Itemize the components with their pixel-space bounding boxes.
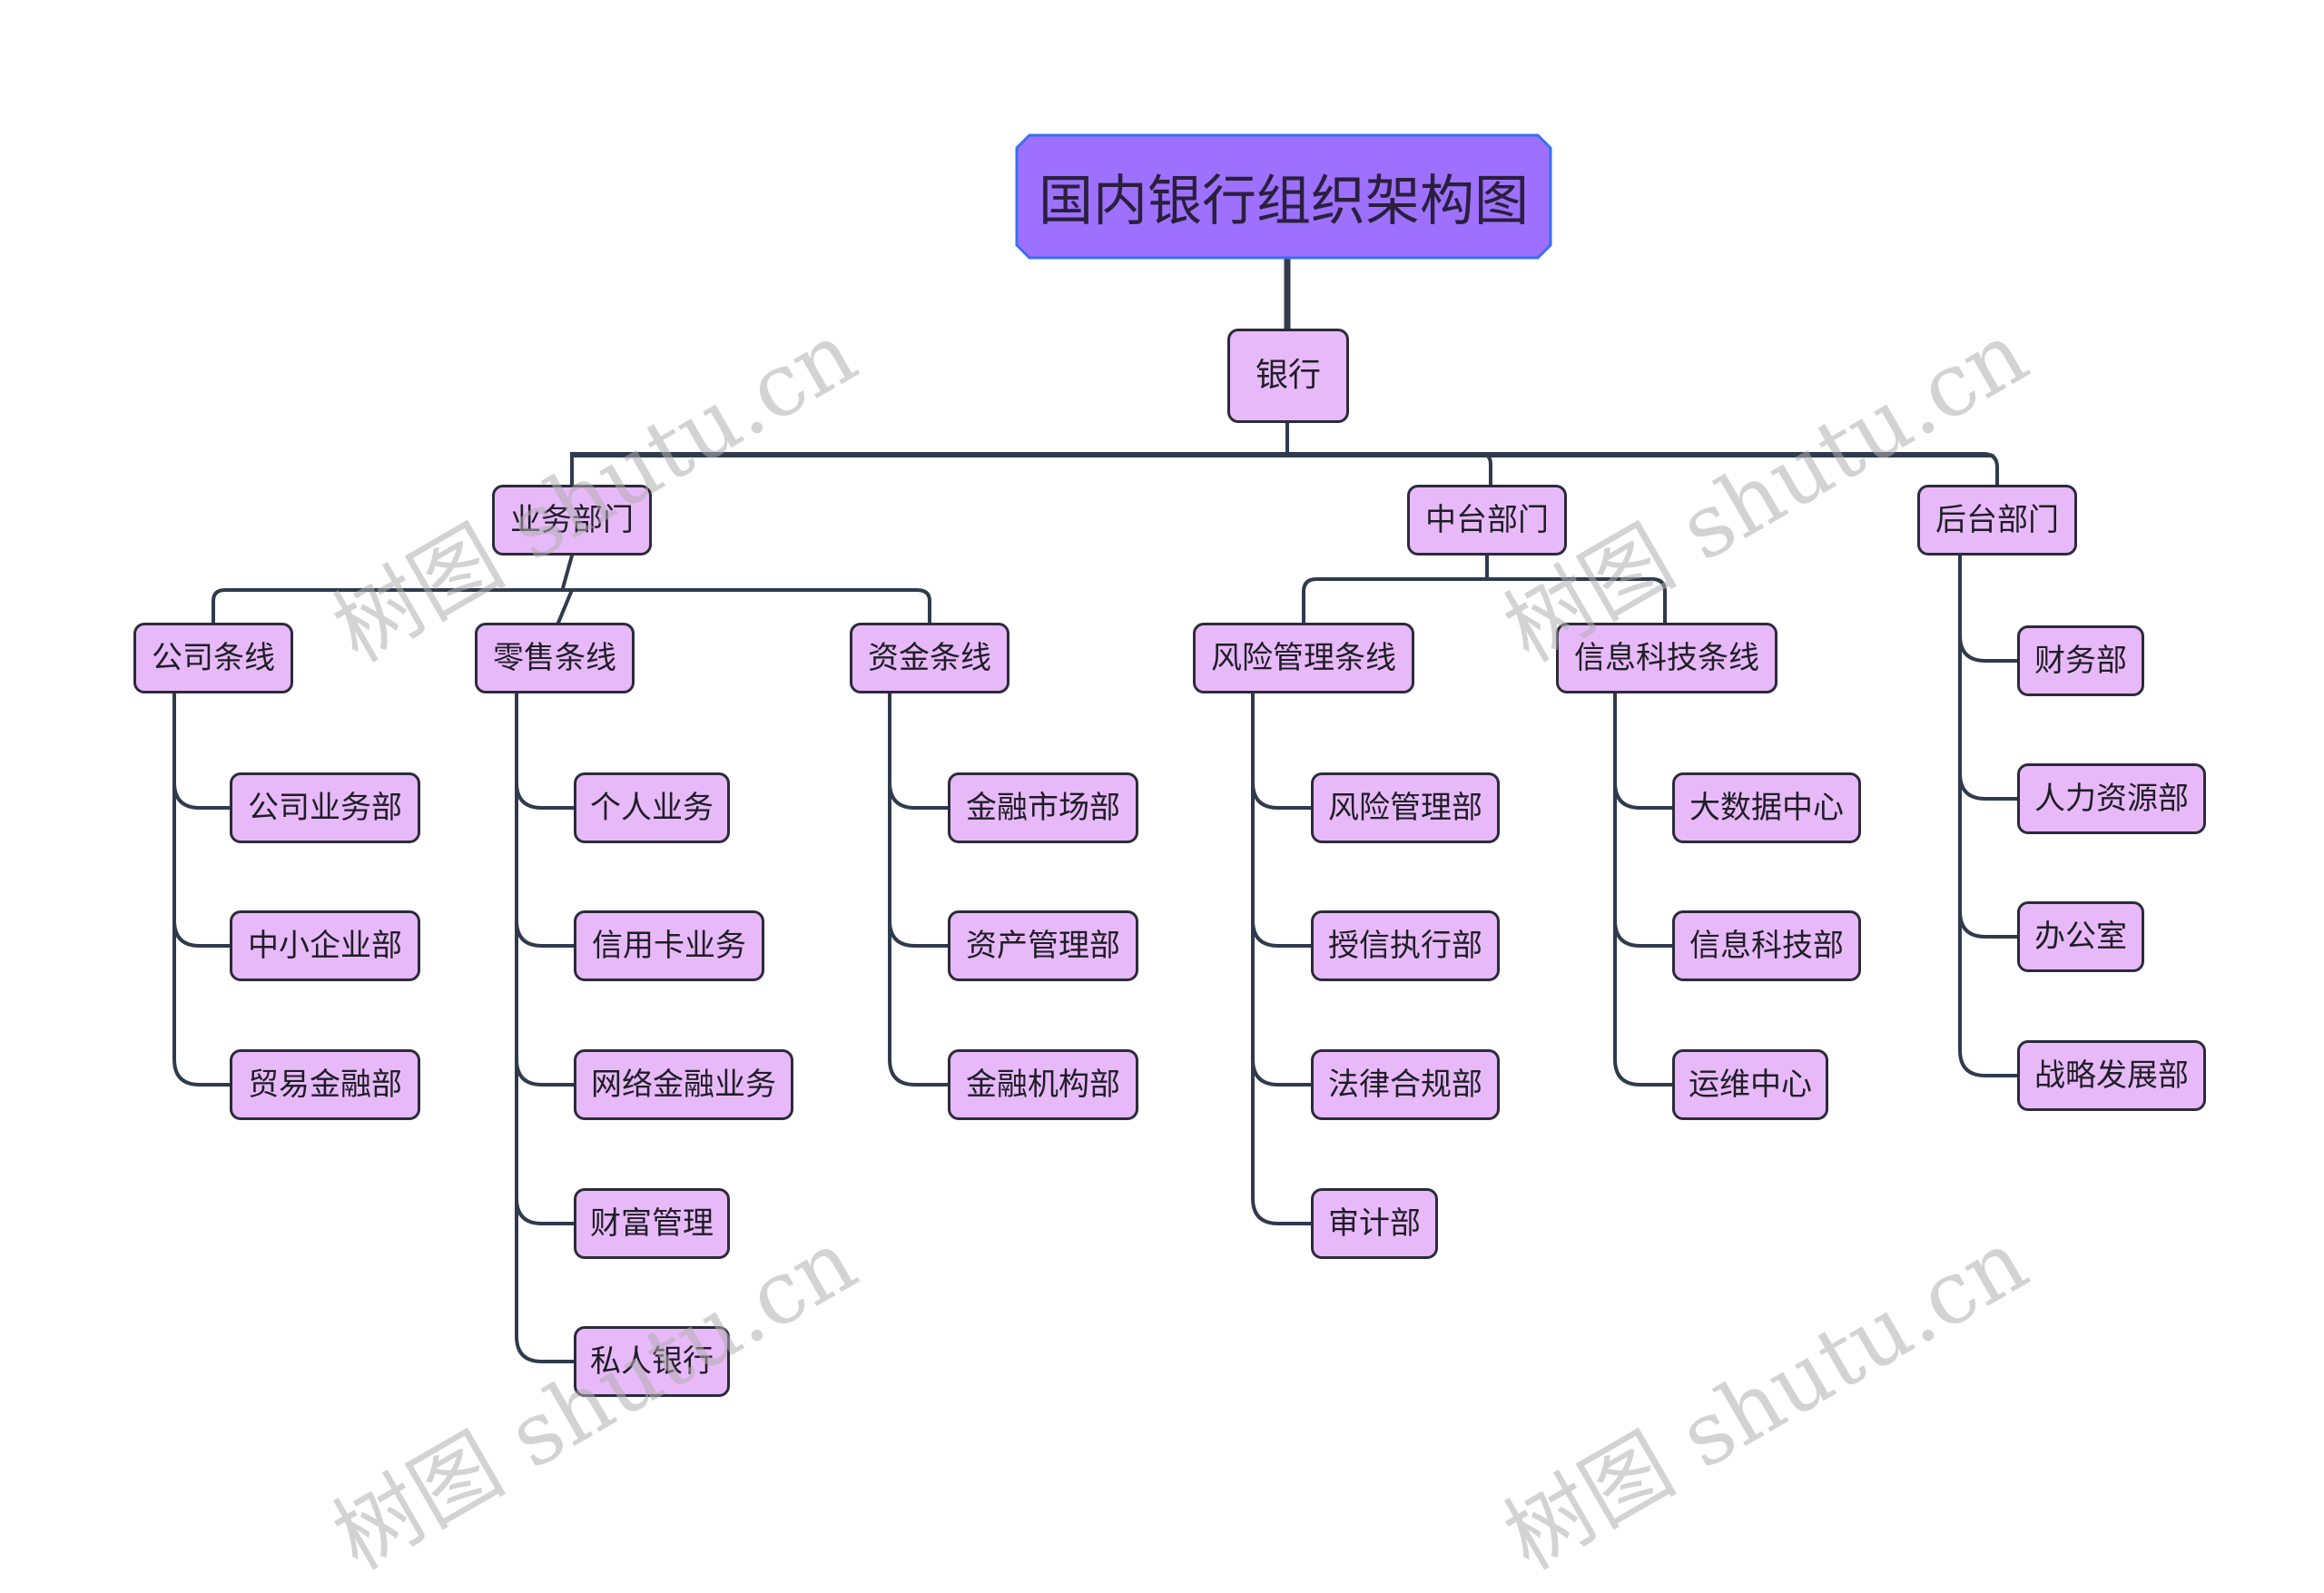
connector [1958,634,2019,663]
unit-node[interactable]: 运维中心 [1672,1049,1828,1120]
unit-node[interactable]: 贸易金融部 [230,1049,420,1120]
root-title: 国内银行组织架构图 [1039,170,1529,233]
unit-node[interactable]: 信息科技部 [1672,910,1861,981]
unit-node[interactable]: 风险管理部 [1311,772,1500,843]
connector [888,781,950,810]
connector [1251,692,1313,1225]
connector [515,919,576,948]
connector [172,692,231,1087]
unit-node[interactable]: 授信执行部 [1311,910,1500,981]
connector [1302,577,1667,624]
unit-node[interactable]: 金融机构部 [948,1049,1138,1120]
business-line-node[interactable]: 资金条线 [850,623,1009,693]
unit-node[interactable]: 法律合规部 [1311,1049,1500,1120]
department-node[interactable]: 业务部门 [492,485,652,556]
connector [1251,781,1313,810]
connector [556,588,574,624]
connector [1613,781,1674,810]
business-line-node[interactable]: 公司条线 [133,623,293,693]
connector [570,452,1289,487]
connector [561,554,574,590]
business-line-node[interactable]: 零售条线 [475,623,635,693]
unit-node[interactable]: 审计部 [1311,1188,1438,1259]
unit-node[interactable]: 财务部 [2017,625,2144,696]
unit-node[interactable]: 人力资源部 [2017,763,2206,834]
connector [1958,554,2019,1077]
unit-node[interactable]: 信用卡业务 [574,910,764,981]
connector [515,1057,576,1087]
connector [1251,919,1313,948]
bank-node[interactable]: 银行 [1227,329,1349,423]
connector [1958,910,2019,939]
unit-node[interactable]: 个人业务 [574,772,730,843]
unit-node[interactable]: 金融市场部 [948,772,1138,843]
unit-node[interactable]: 公司业务部 [230,772,420,843]
connector [172,781,231,810]
connector [515,781,576,810]
middle-line-node[interactable]: 信息科技条线 [1556,623,1777,693]
unit-node[interactable]: 大数据中心 [1672,772,1861,843]
connector [1958,772,2019,801]
connector-lines [172,256,2019,1363]
unit-node[interactable]: 中小企业部 [230,910,420,981]
root-title-node: 国内银行组织架构图 [1015,133,1552,260]
connector [1613,919,1674,948]
unit-node[interactable]: 网络金融业务 [574,1049,793,1120]
connector [1285,452,1492,487]
department-node[interactable]: 后台部门 [1917,485,2077,556]
unit-node[interactable]: 财富管理 [574,1188,730,1259]
connector [888,919,950,948]
root-node-shape [1015,133,1552,260]
unit-node[interactable]: 战略发展部 [2017,1040,2206,1111]
middle-line-node[interactable]: 风险管理条线 [1193,623,1414,693]
department-node[interactable]: 中台部门 [1407,485,1567,556]
connector [888,692,950,1087]
connector [1285,452,1999,487]
connector [172,919,231,948]
unit-node[interactable]: 资产管理部 [948,910,1138,981]
connector [515,692,576,1363]
connector [1613,692,1674,1087]
org-chart: 国内银行组织架构图 银行业务部门 中台部门 后台部门公司条线 零售条线 资金条线公司业务… [133,133,2206,1397]
connector [1251,1057,1313,1087]
unit-node[interactable]: 私人银行 [574,1326,730,1397]
connector [515,1196,576,1225]
unit-node[interactable]: 办公室 [2017,901,2144,972]
